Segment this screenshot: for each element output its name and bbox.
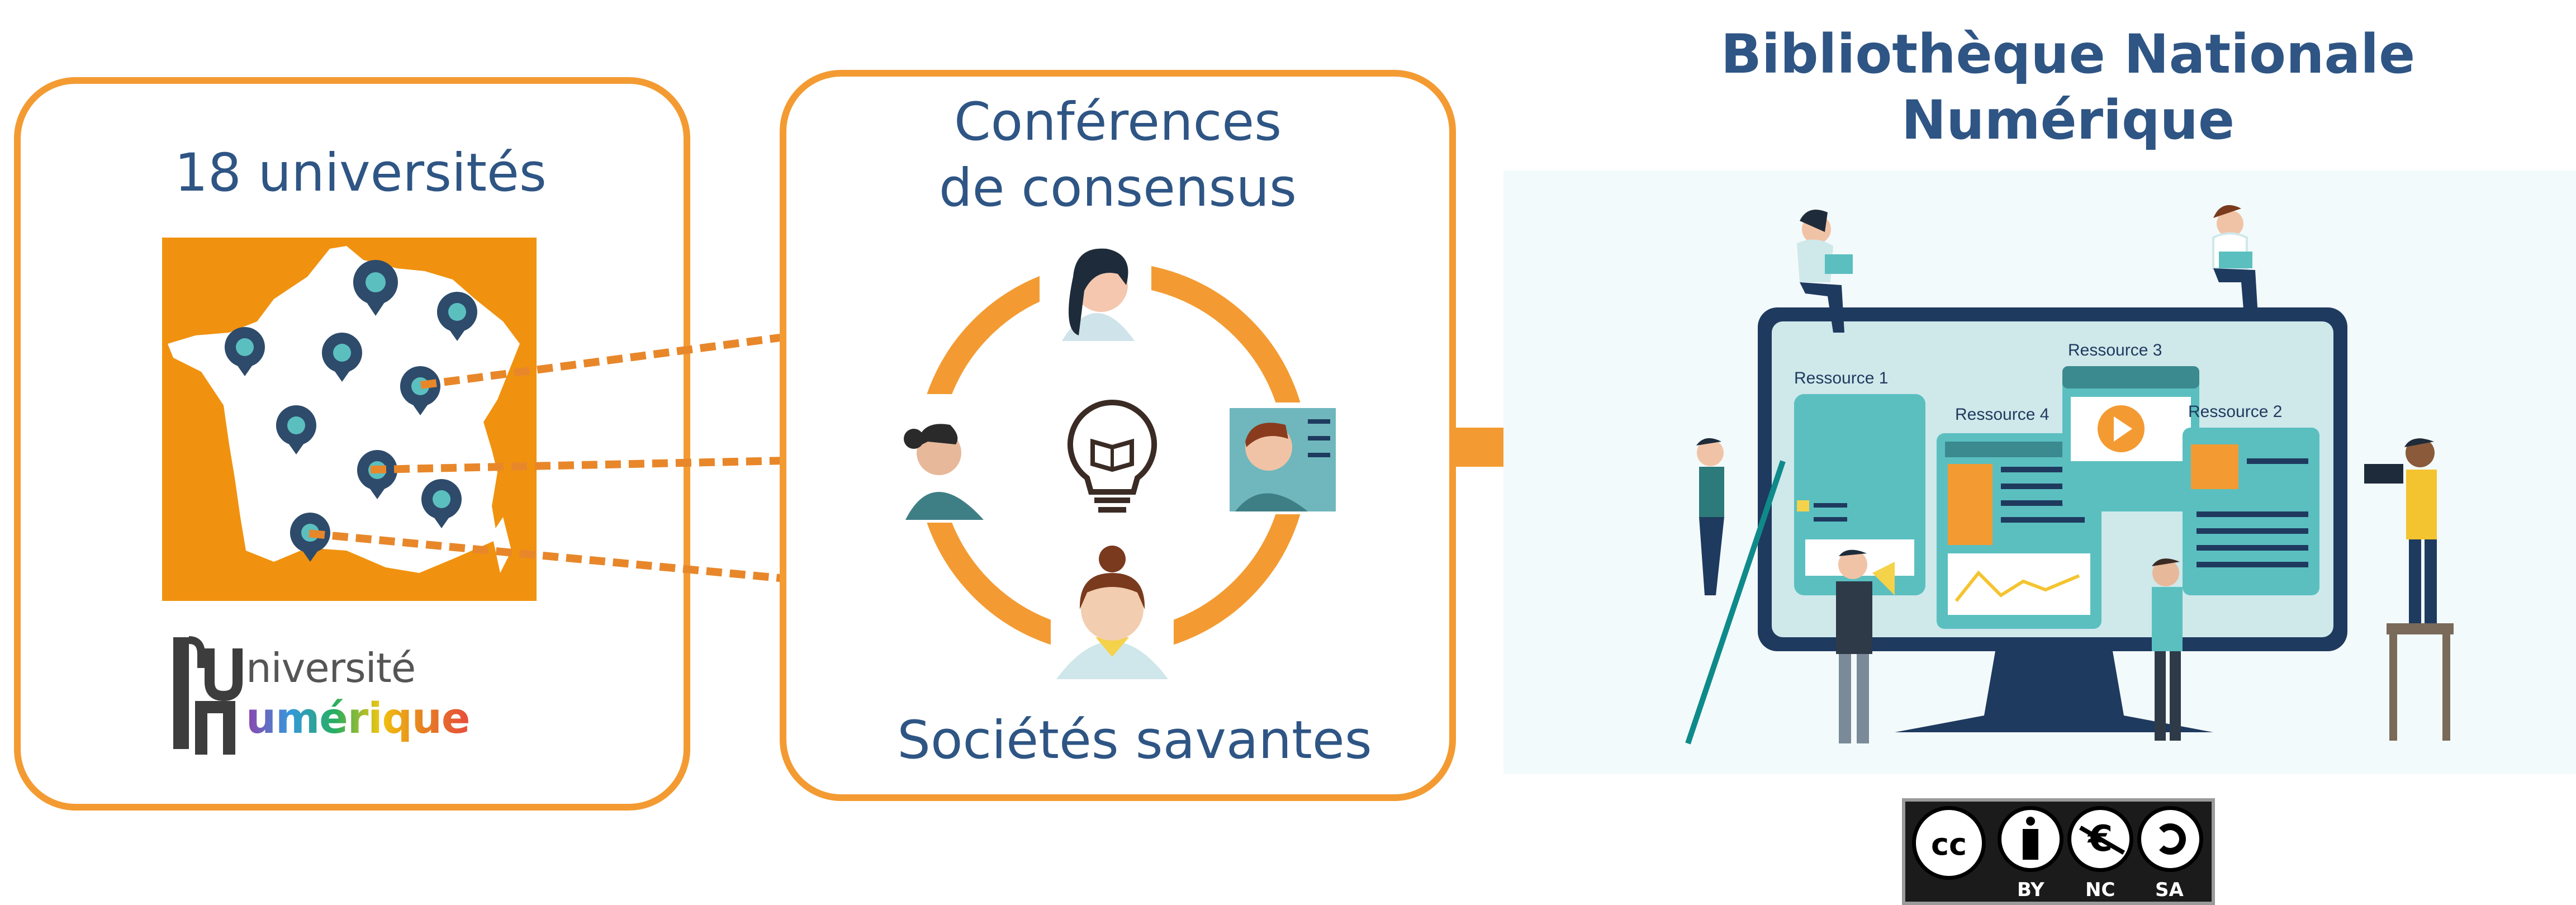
france-map-illustration — [162, 238, 537, 601]
consensus-title-line2: de consensus — [938, 158, 1297, 219]
resource-label-2: Ressource 2 — [2188, 402, 2283, 421]
library-scene — [1685, 205, 2454, 745]
by-person-icon — [1998, 806, 2063, 872]
person-with-laptop-icon — [1797, 210, 1853, 333]
person-with-phone-icon — [2152, 558, 2183, 741]
sa-label: SA — [2155, 879, 2184, 901]
universite-numerique-logo: niversité umérique — [168, 634, 548, 757]
sa-share-icon — [2137, 806, 2203, 872]
bnn-title-line2: Numérique — [1901, 89, 2235, 151]
person-with-camera-icon — [2364, 438, 2454, 741]
cc-text: cc — [1930, 827, 1967, 862]
consensus-ring — [872, 224, 1341, 682]
nc-label: NC — [2085, 879, 2115, 901]
resource-label-3: Ressource 3 — [2068, 341, 2162, 359]
logo-letters-icon — [173, 636, 243, 755]
digital-library-illustration: Ressource 1 Ressource 4 Ressource 3 Ress… — [1503, 170, 2576, 774]
cc-icon: cc — [1912, 806, 1986, 880]
bnn-title-line1: Bibliothèque Nationale — [1720, 23, 2416, 86]
cc-license-badge: cc € BY NC SA — [1902, 798, 2215, 905]
person-left-icon — [872, 394, 1000, 523]
logo-line2: umérique — [246, 693, 470, 743]
resource-label-1: Ressource 1 — [1794, 369, 1889, 387]
person-megaphone-icon — [1836, 549, 1895, 743]
person-top-icon — [1040, 224, 1151, 352]
lightbulb-book-icon — [1059, 391, 1165, 520]
person-bottom-icon — [1051, 542, 1174, 682]
resource-label-4: Ressource 4 — [1955, 405, 2050, 424]
logo-line1: niversité — [246, 645, 416, 691]
consensus-title-line1: Conférences — [953, 92, 1282, 153]
person-on-ladder-icon — [1685, 438, 1786, 745]
nc-euro-icon: € — [2067, 806, 2133, 872]
person-sitting-icon — [2212, 205, 2258, 316]
societies-title: Sociétés savantes — [897, 710, 1372, 771]
by-label: BY — [2017, 879, 2044, 901]
person-right-icon — [1230, 402, 1341, 514]
universities-title: 18 universités — [174, 143, 547, 203]
